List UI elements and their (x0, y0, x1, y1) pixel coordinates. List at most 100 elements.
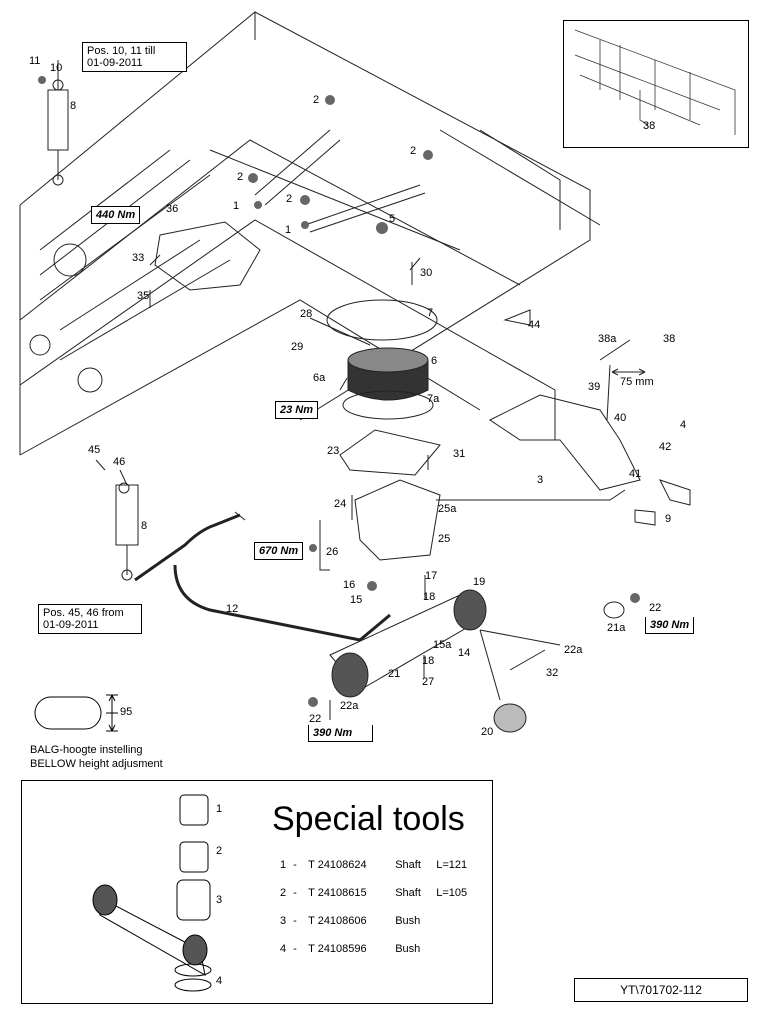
tool-figure-label: 3 (216, 894, 223, 906)
mounting-plate (154, 221, 261, 291)
bellow-height-figure (34, 694, 118, 732)
part-label: 10 (50, 62, 63, 74)
tool-name: Bush (395, 943, 421, 955)
part-label: 6a (313, 372, 326, 384)
part-label: 21a (607, 622, 626, 634)
part-label: 19 (473, 576, 486, 588)
special-tools-figure (92, 794, 212, 992)
note-line: 01-09-2011 (87, 57, 143, 69)
bellow-caption-nl: BALG-hoogte instelling (30, 744, 143, 756)
note-line: Pos. 10, 11 till (87, 45, 156, 57)
tool-dash: - (293, 943, 297, 955)
tool-row: 2 - T 24108615 Shaft L=105 (280, 887, 467, 899)
part-label: 38 (643, 120, 656, 132)
tool-no: 4 (280, 943, 287, 955)
special-tools-panel (21, 780, 493, 1004)
part-label: 27 (422, 676, 435, 688)
height-valve-bracket (489, 394, 641, 491)
part-label: 21 (388, 668, 401, 680)
bush-21a (603, 601, 625, 619)
chassis-frame-rail-lower (19, 139, 521, 321)
part-label: 18 (422, 655, 435, 667)
part-label: 4 (680, 419, 687, 431)
chassis-frame-rail-upper (19, 11, 591, 421)
note-line: 01-09-2011 (43, 619, 99, 631)
bellow-caption-en: BELLOW height adjusment (30, 758, 163, 770)
bellow-bracket (339, 429, 441, 476)
part-label: 22 (649, 602, 662, 614)
part-label: 35 (137, 290, 150, 302)
torque-670: 670 Nm (254, 542, 304, 560)
upper-reaction-rod (254, 129, 341, 206)
part-label: 8 (70, 100, 77, 112)
part-label: 2 (237, 171, 244, 183)
tool-dash: - (293, 915, 297, 927)
part-label: 2 (286, 193, 293, 205)
part-label: 38 (663, 333, 676, 345)
shock-absorber-lower (115, 484, 139, 546)
tool-dash: - (293, 887, 297, 899)
part-label: 15a (433, 639, 452, 651)
tool-part-number: T 24108596 (308, 943, 367, 955)
torque-390-left: 390 Nm (308, 725, 373, 742)
tool-no: 1 (280, 859, 287, 871)
tool-name: Bush (395, 915, 421, 927)
part-label: 46 (113, 456, 126, 468)
bellow-caption: BALG-hoogte instelling BELLOW height adj… (30, 743, 163, 771)
part-label: 30 (420, 267, 433, 279)
part-label: 1 (233, 200, 240, 212)
axle-bracket (354, 479, 441, 561)
part-label: 25a (438, 503, 457, 515)
part-label: 23 (327, 445, 340, 457)
part-label: 42 (659, 441, 672, 453)
tool-part-number: T 24108606 (308, 915, 367, 927)
part-label: 38a (598, 333, 617, 345)
air-spring-top-plate (326, 299, 438, 341)
bellow-height-value: 95 (120, 706, 133, 718)
tool-no: 2 (280, 887, 287, 899)
stabilizer-bar (134, 513, 391, 642)
part-label: 6 (431, 355, 438, 367)
torque-390-right: 390 Nm (645, 617, 695, 634)
bolt-32 (509, 649, 546, 671)
note-pos-10-11: Pos. 10, 11 till 01-09-2011 (82, 42, 187, 72)
part-label: 44 (528, 319, 541, 331)
shock-absorber-upper (47, 89, 69, 151)
part-label: 32 (546, 667, 559, 679)
part-label: 39 (588, 381, 601, 393)
part-label: 3 (537, 474, 544, 486)
part-label: 31 (453, 448, 466, 460)
tool-part-number: T 24108624 (308, 859, 367, 871)
part-label: 40 (614, 412, 627, 424)
torque-23: 23 Nm (275, 401, 319, 419)
drawing-reference: YT\701702-112 (574, 978, 748, 1002)
tool-no: 3 (280, 915, 287, 927)
part-label: 5 (389, 213, 396, 225)
tool-spec: L=105 (436, 887, 468, 899)
note-line: Pos. 45, 46 from (43, 607, 124, 619)
tool-name: Shaft (395, 887, 421, 899)
tool-figure-label: 4 (216, 975, 223, 987)
tool-row: 1 - T 24108624 Shaft L=121 (280, 859, 467, 871)
part-label: 22 (309, 713, 322, 725)
tool-part-number: T 24108615 (308, 887, 367, 899)
inset-frame-drawing (574, 29, 736, 135)
part-label: 25 (438, 533, 451, 545)
tool-name: Shaft (395, 859, 421, 871)
tool-spec: L=121 (436, 859, 468, 871)
part-label: 17 (425, 570, 438, 582)
part-label: 20 (481, 726, 494, 738)
part-label: 24 (334, 498, 347, 510)
part-label: 7a (427, 393, 440, 405)
part-label: 33 (132, 252, 145, 264)
part-label: 22a (340, 700, 359, 712)
part-label: 7 (427, 307, 434, 319)
tool-figure-label: 2 (216, 845, 223, 857)
part-label: 11 (29, 55, 41, 67)
tool-figure-label: 1 (216, 803, 223, 815)
special-tools-title: Special tools (272, 800, 465, 838)
height-valve-rod (599, 339, 631, 421)
tool-dash: - (293, 859, 297, 871)
part-label: 22a (564, 644, 583, 656)
